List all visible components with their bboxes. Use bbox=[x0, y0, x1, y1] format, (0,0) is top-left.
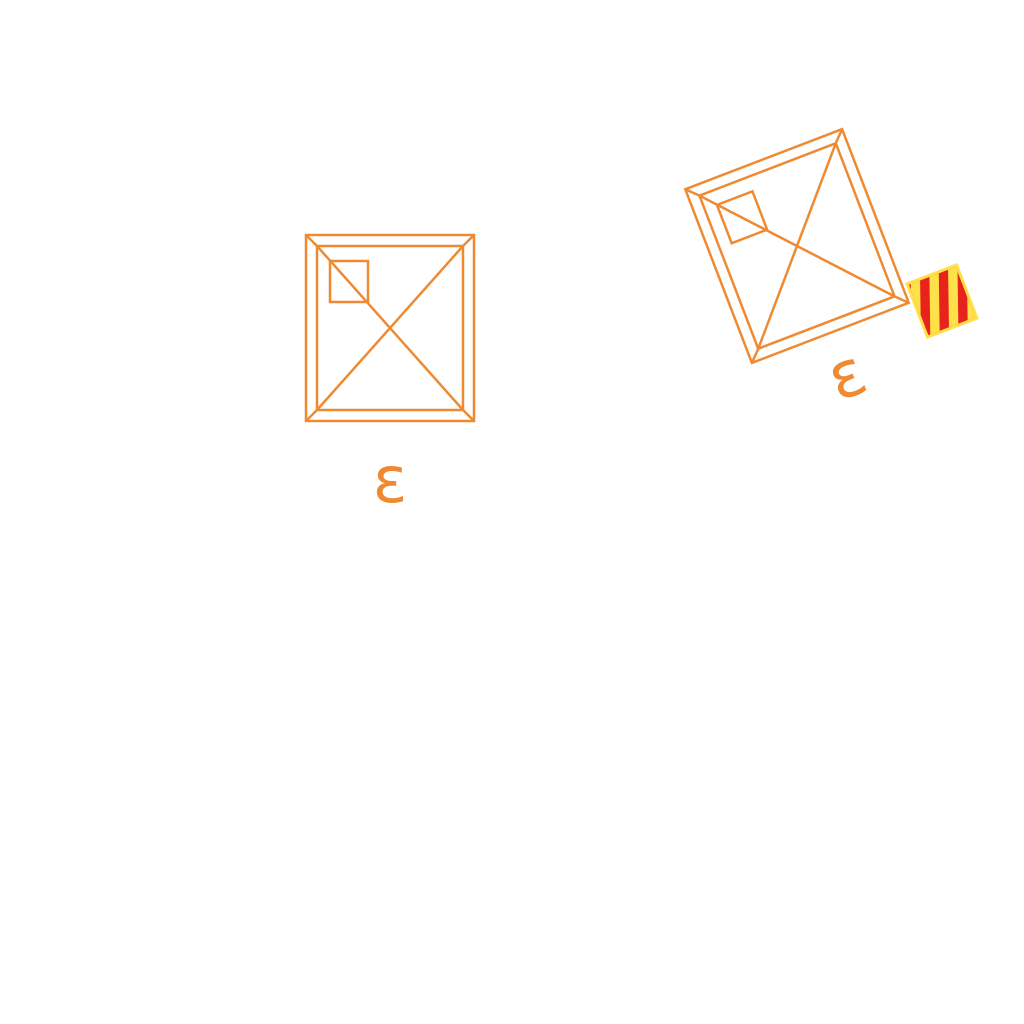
corner-square bbox=[328, 259, 370, 304]
inner-frame bbox=[315, 244, 465, 412]
striped-warning-badge-icon bbox=[905, 262, 979, 340]
outer-frame bbox=[683, 127, 911, 365]
symbol-upright bbox=[304, 233, 476, 423]
diagonal-line bbox=[316, 245, 464, 411]
frame-corner-line bbox=[462, 234, 475, 247]
frame-corner-line bbox=[305, 234, 318, 247]
symbol-upright-label: ε bbox=[373, 444, 408, 518]
diagonal-line bbox=[757, 142, 837, 350]
frame-corner-line bbox=[894, 295, 910, 304]
frame-corner-line bbox=[834, 128, 844, 144]
corner-square bbox=[715, 189, 769, 245]
inner-frame bbox=[697, 141, 897, 351]
frame-corner-line bbox=[305, 409, 318, 422]
outer-frame bbox=[304, 233, 476, 423]
symbol-rotated: ε bbox=[683, 127, 911, 417]
frame-corner-line bbox=[684, 188, 700, 197]
frame-corner-line bbox=[750, 348, 760, 364]
frame-corner-line bbox=[462, 409, 475, 422]
symbol-rotated-label: ε bbox=[817, 335, 876, 416]
